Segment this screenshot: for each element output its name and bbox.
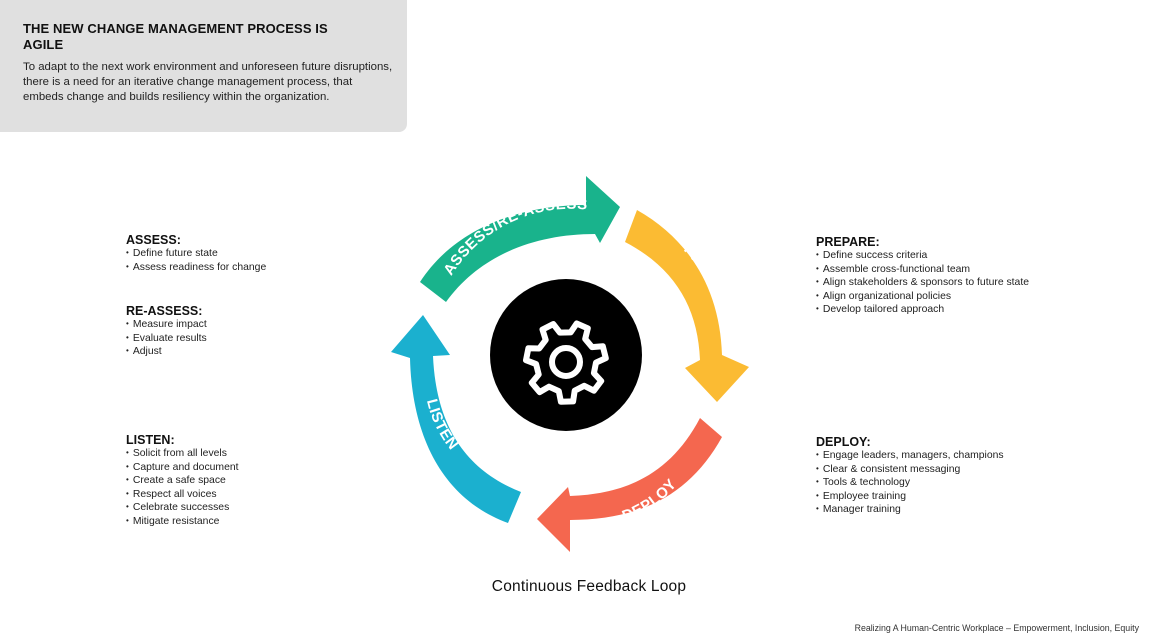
bullet-item: Capture and document (126, 461, 239, 475)
arrow-deploy: DEPLOY (537, 418, 722, 552)
bullet-item: Assess readiness for change (126, 261, 266, 275)
intro-title: THE NEW CHANGE MANAGEMENT PROCESS IS AGI… (23, 21, 328, 52)
arrow-prepare: PREPARE (625, 210, 749, 402)
cycle-caption: Continuous Feedback Loop (0, 578, 1162, 596)
bullet-item: Celebrate successes (126, 501, 239, 515)
bullet-item: Align organizational policies (816, 290, 1029, 304)
bullet-item: Develop tailored approach (816, 303, 1029, 317)
prepare-heading: PREPARE: (816, 235, 880, 249)
bullet-item: Adjust (126, 345, 207, 359)
assess-block: ASSESS: Define future stateAssess readin… (126, 233, 266, 274)
cycle-caption-text: Continuous Feedback Loop (491, 578, 687, 595)
assess-list: Define future stateAssess readiness for … (126, 247, 266, 274)
listen-block: LISTEN: Solicit from all levelsCapture a… (126, 433, 239, 529)
bullet-item: Mitigate resistance (126, 515, 239, 529)
bullet-item: Clear & consistent messaging (816, 463, 1004, 477)
prepare-list: Define success criteriaAssemble cross-fu… (816, 249, 1029, 317)
bullet-item: Evaluate results (126, 332, 207, 346)
reassess-heading: RE-ASSESS: (126, 304, 203, 318)
bullet-item: Engage leaders, managers, champions (816, 449, 1004, 463)
intro-panel: THE NEW CHANGE MANAGEMENT PROCESS IS AGI… (0, 0, 407, 132)
gear-badge (490, 279, 642, 431)
bullet-item: Manager training (816, 503, 1004, 517)
intro-body: To adapt to the next work environment an… (23, 61, 393, 103)
bullet-item: Tools & technology (816, 476, 1004, 490)
deploy-heading: DEPLOY: (816, 435, 871, 449)
bullet-item: Align stakeholders & sponsors to future … (816, 276, 1029, 290)
bullet-item: Define future state (126, 247, 266, 261)
reassess-list: Measure impactEvaluate resultsAdjust (126, 318, 207, 359)
reassess-block: RE-ASSESS: Measure impactEvaluate result… (126, 304, 207, 359)
bullet-item: Define success criteria (816, 249, 1029, 263)
gear-icon (523, 320, 609, 405)
bullet-item: Create a safe space (126, 474, 239, 488)
bullet-item: Measure impact (126, 318, 207, 332)
deploy-list: Engage leaders, managers, championsClear… (816, 449, 1004, 517)
listen-list: Solicit from all levelsCapture and docum… (126, 447, 239, 529)
bullet-item: Employee training (816, 490, 1004, 504)
bullet-item: Respect all voices (126, 488, 239, 502)
listen-heading: LISTEN: (126, 433, 175, 447)
deploy-block: DEPLOY: Engage leaders, managers, champi… (816, 435, 1004, 517)
bullet-item: Assemble cross-functional team (816, 263, 1029, 277)
footer-text: Realizing A Human-Centric Workplace – Em… (854, 623, 1139, 633)
prepare-block: PREPARE: Define success criteriaAssemble… (816, 235, 1029, 317)
bullet-item: Solicit from all levels (126, 447, 239, 461)
assess-heading: ASSESS: (126, 233, 181, 247)
